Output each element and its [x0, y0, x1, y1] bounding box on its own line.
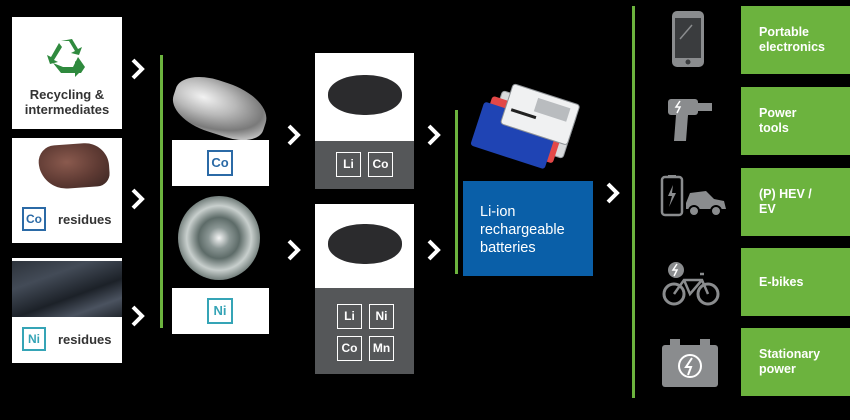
li-symbol: Li [337, 304, 362, 329]
co-metal-symbol: Co [207, 150, 233, 176]
chevron-right-icon [427, 124, 441, 146]
nickel-metal-image [178, 196, 260, 280]
lico-compound-box: Li Co [315, 141, 414, 189]
mn-symbol: Mn [369, 336, 394, 361]
chevron-right-icon [287, 239, 301, 261]
battery-line2: rechargeable [480, 222, 565, 238]
power-drill-icon [668, 99, 712, 141]
nmc-compound-box: Li Ni Co Mn [315, 288, 414, 374]
li-ion-battery-box: Li-ion rechargeable batteries [463, 181, 593, 276]
co-residue-symbol: Co [22, 207, 46, 231]
co-residues-label: residues [58, 212, 112, 227]
recycling-label-line2: intermediates [24, 102, 110, 117]
app-label-line1: E-bikes [759, 274, 804, 289]
battery-cells-image [470, 83, 580, 169]
chevron-right-icon [131, 58, 145, 80]
ni-symbol: Ni [369, 304, 394, 329]
recycling-label-line1: Recycling & [29, 87, 105, 102]
ni-metal-symbol: Ni [207, 298, 233, 324]
app-e-bikes: E-bikes [741, 248, 850, 316]
chevron-right-icon [427, 239, 441, 261]
app-label-line2: power [759, 362, 796, 376]
app-hev-ev: (P) HEV /EV [741, 168, 850, 236]
app-label-line2: tools [759, 121, 789, 135]
cobalt-metal-image [166, 68, 274, 148]
ni-residues-label: residues [58, 332, 112, 347]
li-symbol: Li [336, 152, 361, 177]
battery-storage-icon [662, 339, 718, 387]
battery-line1: Li-ion [480, 204, 516, 220]
nmc-powder-card [315, 204, 414, 288]
co-metal-card: Co [172, 140, 269, 186]
recycle-icon [47, 39, 85, 77]
co-residues-card: Co residues [12, 138, 122, 243]
green-divider-3 [632, 6, 635, 398]
app-label-line2: electronics [759, 40, 826, 54]
app-label-line1: Stationary [759, 347, 821, 361]
smartphone-icon [672, 11, 704, 67]
green-divider-2 [455, 110, 458, 274]
ni-residue-symbol: Ni [22, 327, 46, 351]
battery-line3: batteries [480, 240, 536, 256]
electric-car-icon [660, 175, 726, 217]
app-label-line1: Portable [759, 25, 810, 39]
co-symbol: Co [368, 152, 393, 177]
app-label-line2: EV [759, 202, 776, 216]
chevron-right-icon [131, 188, 145, 210]
lico-powder-card [315, 53, 414, 141]
ni-residues-card: Ni residues [12, 258, 122, 363]
chevron-right-icon [287, 124, 301, 146]
app-label-line1: (P) HEV / [759, 187, 812, 201]
cobalt-ore-image [37, 141, 111, 191]
e-bike-icon [662, 262, 720, 306]
nickel-ore-image [12, 261, 122, 317]
green-divider-1 [160, 55, 163, 328]
recycling-card: Recycling & intermediates [12, 17, 122, 129]
app-label-line1: Power [759, 106, 797, 120]
chevron-right-icon [131, 305, 145, 327]
co-symbol: Co [337, 336, 362, 361]
nmc-powder-image [328, 224, 402, 264]
ni-metal-card: Ni [172, 288, 269, 334]
chevron-right-icon [606, 182, 620, 204]
lco-powder-image [328, 75, 402, 115]
